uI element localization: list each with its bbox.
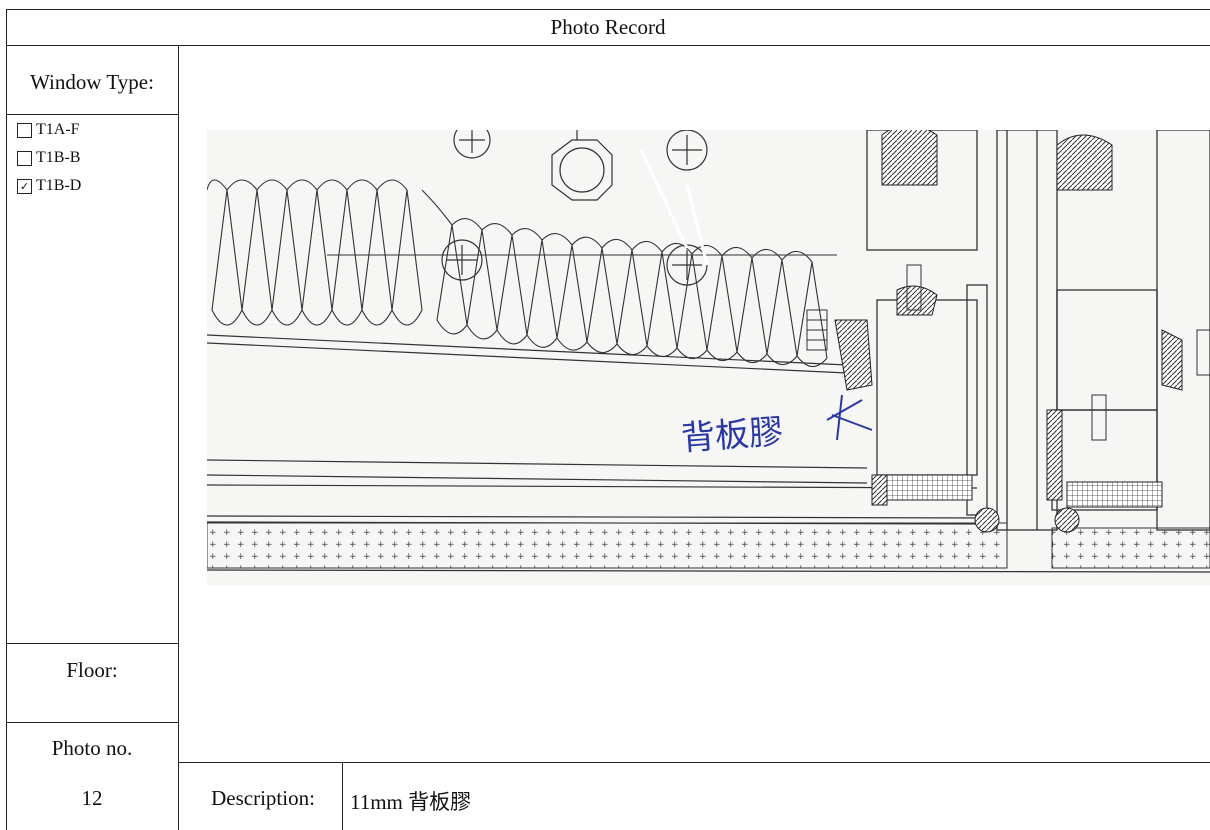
rule-photono-top <box>6 722 178 723</box>
rule-label-column <box>178 45 179 830</box>
window-type-option-label: T1B-B <box>36 149 81 166</box>
rule-description-top <box>178 762 1210 763</box>
form-title: Photo Record <box>550 15 666 39</box>
description-value: 11mm 背板膠 <box>350 790 472 814</box>
checkbox[interactable] <box>17 150 32 166</box>
rule-left <box>6 9 7 830</box>
window-type-option-label: T1B-D <box>36 177 82 194</box>
checkbox-checked[interactable]: ✓ <box>17 178 32 194</box>
description-label: Description: <box>211 786 315 810</box>
section-drawing: + <box>207 130 1210 573</box>
floor-label: Floor: <box>66 658 118 682</box>
window-type-option-label: T1A-F <box>36 121 80 138</box>
drawing-photo: + <box>207 130 1210 586</box>
photo-no-label: Photo no. <box>51 736 133 760</box>
rule-floor-top <box>6 643 178 644</box>
rule-top <box>6 9 1210 10</box>
window-type-option[interactable]: T1A-F <box>17 120 81 140</box>
rule-title-bottom <box>6 45 1210 46</box>
checkbox[interactable] <box>17 122 32 138</box>
handwritten-note: 背板膠 <box>680 394 873 459</box>
rule-window-type <box>6 114 178 115</box>
rule-description-divider <box>342 762 343 830</box>
handwritten-note-text: 背板膠 <box>680 412 785 459</box>
window-type-option[interactable]: T1B-B <box>17 148 81 168</box>
window-type-label: Window Type: <box>30 70 154 94</box>
window-type-list: T1A-F T1B-B ✓ T1B-D <box>17 120 81 204</box>
window-type-option[interactable]: ✓ T1B-D <box>17 176 81 196</box>
photo-no-value: 12 <box>81 786 103 810</box>
